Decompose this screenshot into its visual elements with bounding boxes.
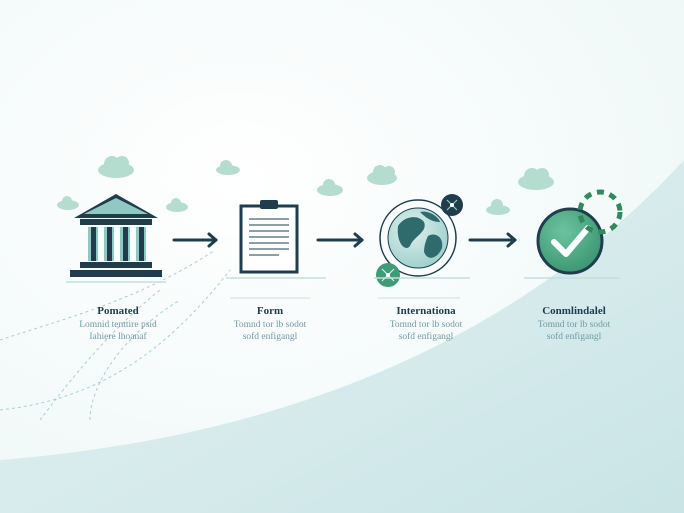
cloud-icon	[98, 156, 134, 178]
cloud-icon	[57, 196, 79, 210]
step-desc-line: Tomnd tor lb sodot	[233, 320, 307, 330]
arrows	[172, 232, 517, 248]
step-desc-line: Iahiere lhoanaf	[89, 332, 147, 342]
checkmark-icon	[536, 189, 623, 275]
arrow-right-icon	[172, 232, 218, 248]
step-label-2: Form	[256, 305, 284, 317]
cloud-icon	[367, 165, 397, 185]
step-desc-line: Tomnd tor lb sodot	[389, 320, 463, 330]
step-desc-2: Tomnd tor lb sodot sofd enfigangl	[190, 319, 350, 343]
arrow-right-icon	[468, 232, 517, 248]
cloud-icon	[216, 160, 240, 175]
cloud-icon	[317, 179, 343, 196]
step-label-1: Pomated	[97, 305, 139, 317]
baselines	[66, 277, 620, 283]
globe-icon	[379, 199, 457, 277]
step-desc-line: sofd enfigangl	[546, 332, 602, 342]
step-label-3: Internationa	[396, 305, 456, 317]
bank-icon	[70, 194, 162, 277]
network-badge-icon	[376, 263, 400, 287]
step-desc-line: Tomnd tor lb sodot	[537, 320, 611, 330]
step-desc-4: Tomnd tor lb sodot sofd enfigangl	[494, 319, 654, 343]
step-desc-1: Lomnid tenttire psid Iahiere lhoanaf	[38, 319, 198, 343]
document-icon	[239, 200, 299, 274]
arrow-right-icon	[316, 232, 364, 248]
background-wave	[0, 160, 684, 513]
step-desc-3: Tomnd tor lb sodot sofd enfigangl	[346, 319, 506, 343]
step-desc-line: sofd enfigangl	[398, 332, 454, 342]
step-desc-line: Lomnid tenttire psid	[79, 320, 157, 330]
dashed-curves	[0, 249, 231, 421]
clouds	[57, 156, 554, 215]
network-badge-icon	[441, 194, 463, 216]
cloud-icon	[518, 168, 554, 190]
cloud-icon	[486, 199, 510, 215]
cloud-icon	[166, 198, 188, 212]
step-label-4: Conmlindalel	[542, 305, 606, 317]
step-desc-line: sofd enfigangl	[242, 332, 298, 342]
